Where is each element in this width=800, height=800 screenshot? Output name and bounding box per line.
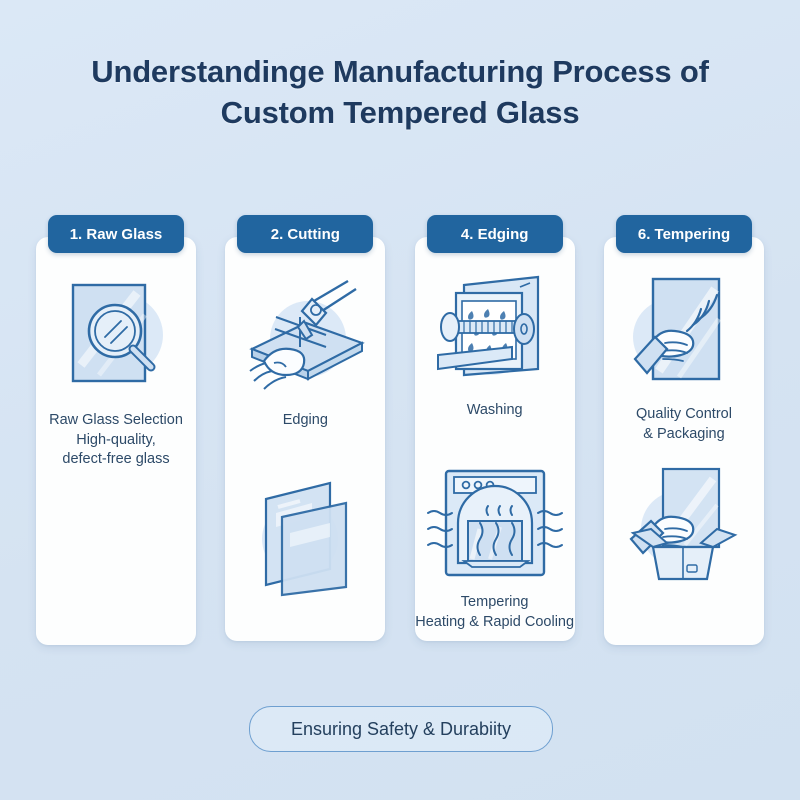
step-caption-2-line-1: Edging [282, 412, 328, 428]
process-step-column-3: 4. Edging [414, 215, 575, 655]
step-badge-1[interactable]: 1. Raw Glass [48, 215, 184, 253]
footer-tagline-pill[interactable]: Ensuring Safety & Durabiity [249, 706, 553, 752]
step-caption-1-line-3: defect-free glass [62, 451, 170, 468]
page-title: Understandinge Manufacturing Process of … [0, 52, 800, 134]
step-caption-3b-line-2: Heating & Rapid Cooling [415, 613, 575, 630]
step-badge-2[interactable]: 2. Cutting [237, 215, 374, 253]
page-title-line-1: Understandinge Manufacturing Process of [91, 54, 709, 89]
glass-inspection-icon [36, 273, 196, 393]
step-caption-3b: Tempering Heating & Rapid Cooling [389, 593, 601, 632]
process-step-column-4: 6. Tempering [603, 215, 764, 655]
page-title-line-2: Custom Tempered Glass [220, 94, 580, 130]
step-caption-1-line-2: High-quality, [76, 431, 156, 448]
glass-washing-machine-icon [415, 271, 575, 391]
process-steps-row: 1. Raw Glass Raw Glass Selection High-qu… [36, 215, 764, 655]
step-caption-3a-line-1: Washing [466, 402, 523, 418]
step-caption-3b-line-1: Tempering [460, 594, 529, 610]
tempering-furnace-icon [415, 463, 575, 583]
packaging-box-icon [604, 465, 764, 585]
glass-panes-stack-icon [225, 477, 385, 597]
step-caption-4: Quality Control & Packaging [578, 405, 790, 444]
step-badge-4[interactable]: 6. Tempering [615, 215, 752, 253]
glass-cutting-icon [225, 277, 385, 397]
step-caption-4-line-2: & Packaging [643, 425, 725, 442]
process-step-column-1: 1. Raw Glass Raw Glass Selection High-qu… [36, 215, 196, 655]
process-step-column-2: 2. Cutting [225, 215, 386, 655]
step-badge-3[interactable]: 4. Edging [426, 215, 563, 253]
step-caption-1: Raw Glass Selection High-quality, defect… [10, 411, 222, 470]
step-caption-3a: Washing [389, 401, 601, 421]
step-caption-1-line-1: Raw Glass Selection [49, 412, 183, 428]
step-caption-2: Edging [199, 411, 411, 431]
footer-tagline-label: Ensuring Safety & Durabiity [290, 718, 512, 739]
quality-inspection-icon [604, 271, 764, 391]
step-caption-4-line-1: Quality Control [636, 406, 732, 422]
